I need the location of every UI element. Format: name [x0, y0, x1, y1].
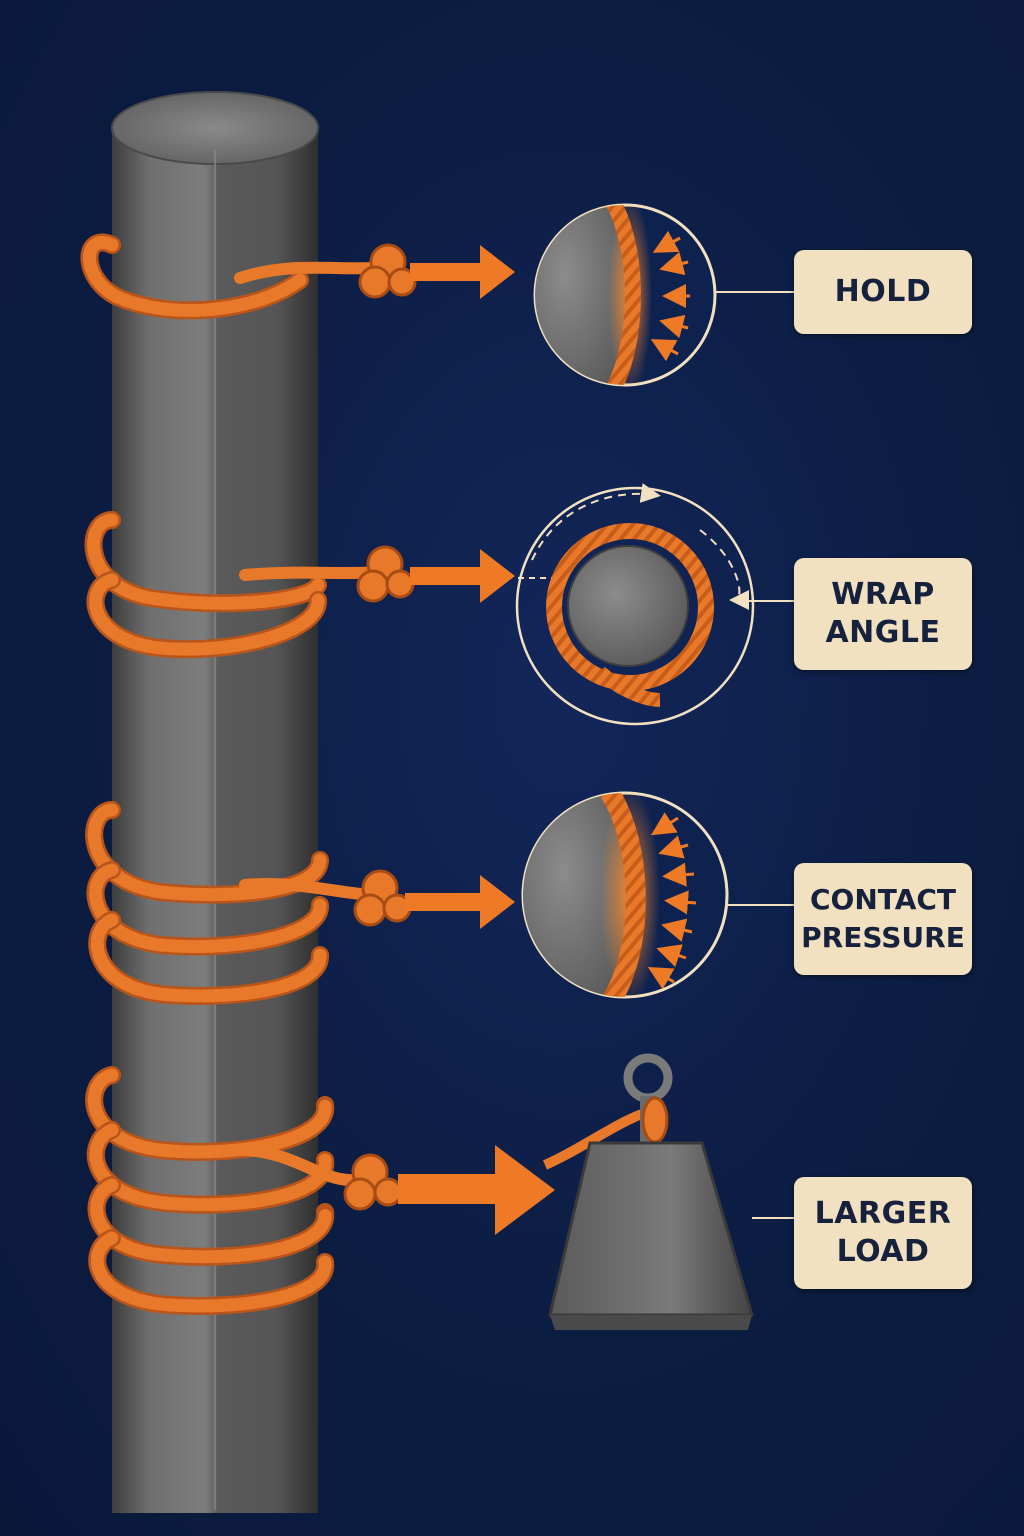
magnified-cross-section-wrap-angle [515, 483, 794, 726]
label-contact-pressure: CONTACT PRESSURE [794, 863, 972, 975]
label-hold-text: HOLD [834, 274, 932, 309]
rope-wrap-group-4 [85, 1066, 356, 1315]
magnified-cross-section-contact-pressure [521, 791, 794, 999]
rope-wrap-group-1 [80, 233, 378, 320]
label-wrap-angle: WRAP ANGLE [794, 558, 972, 670]
magnified-cross-section-hold [533, 203, 794, 387]
label-contact-pressure-text: CONTACT PRESSURE [801, 883, 965, 954]
rope-wraps [80, 233, 386, 1315]
rope-knot-4 [343, 1153, 403, 1211]
lifting-eye [623, 1053, 673, 1144]
rope-wrap-group-2 [84, 511, 386, 659]
rope-knot-3 [353, 869, 412, 927]
label-hold: HOLD [794, 250, 972, 334]
label-larger-load: LARGER LOAD [794, 1177, 972, 1289]
weight-block [543, 1053, 794, 1330]
stone-post [111, 91, 319, 1513]
label-wrap-angle-text: WRAP ANGLE [825, 577, 941, 650]
orange-arrow-3 [405, 875, 515, 929]
rope-knot-1 [358, 243, 417, 299]
label-larger-load-text: LARGER LOAD [814, 1196, 952, 1269]
orange-arrow-4 [398, 1145, 555, 1235]
pressure-arrows-hold [650, 230, 690, 362]
rope-knot-2 [356, 545, 415, 603]
orange-arrow-1 [410, 245, 515, 299]
wrap-direction-arrows [531, 483, 661, 561]
orange-arrows [398, 245, 555, 1235]
pressure-arrows-contact [647, 812, 697, 990]
rope-knots [343, 243, 417, 1211]
orange-arrow-2 [410, 549, 515, 603]
